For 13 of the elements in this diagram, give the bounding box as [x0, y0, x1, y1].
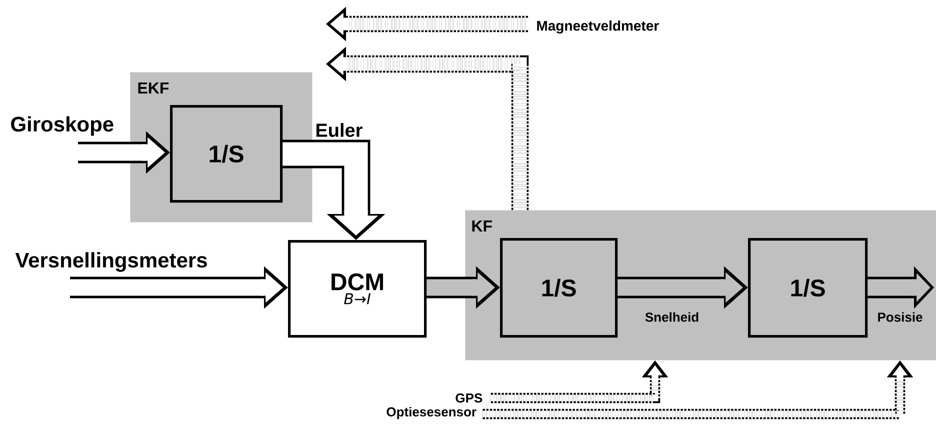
sensor-label: GPS: [456, 393, 482, 403]
integrator-box: 1/S: [748, 238, 868, 338]
input-label: Versnellingsmeters: [15, 252, 207, 272]
sensor-label: Optiesesensor: [386, 406, 476, 420]
transform-box: DCM B→I: [288, 240, 427, 338]
input-label: Giroskope: [11, 116, 114, 136]
edge-label: Posisie: [878, 312, 922, 322]
block-arrow: [282, 140, 386, 240]
integrator-box: 1/S: [170, 105, 283, 203]
integrator-box: 1/S: [500, 238, 618, 338]
sensor-label: Magneetveldmeter: [537, 20, 659, 34]
edge-label: Euler: [316, 123, 362, 137]
edge-label: Snelheid: [645, 312, 698, 322]
